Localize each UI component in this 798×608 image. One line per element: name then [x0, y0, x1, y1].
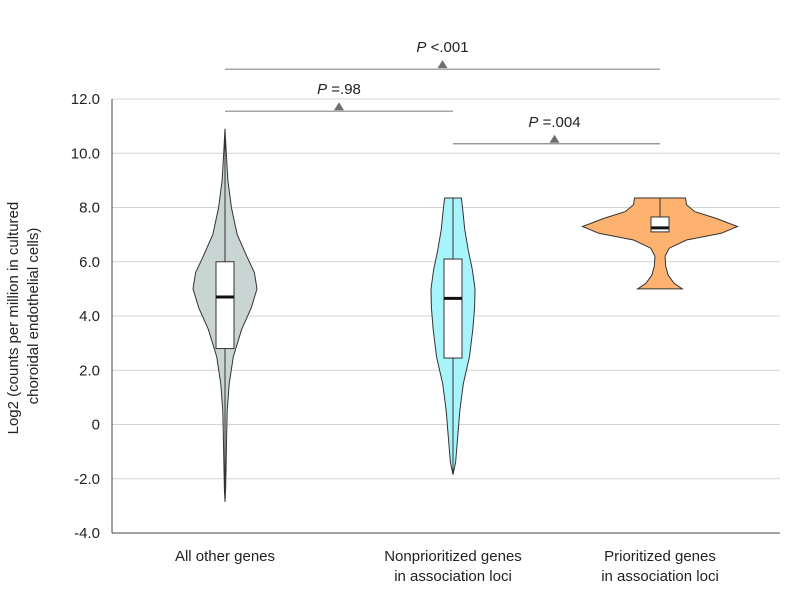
p-symbol: P — [416, 39, 426, 56]
violin-group — [192, 128, 258, 502]
comparison-bracket: P =.98 — [225, 81, 453, 112]
iqr-box — [650, 216, 670, 233]
comparison-bracket: P <.001 — [225, 39, 660, 70]
y-axis-title-line-2: choroidal endothelial cells) — [25, 228, 42, 405]
p-value: =.004 — [538, 114, 580, 131]
p-value: <.001 — [426, 39, 468, 56]
category-label: Nonprioritized genes in association loci — [384, 548, 522, 585]
y-tick-label: 4.0 — [79, 308, 100, 325]
comparison-bracket: P =.004 — [453, 114, 660, 145]
iqr-box — [215, 261, 235, 350]
p-symbol: P — [317, 81, 327, 98]
category-label-line: in association loci — [394, 568, 512, 585]
violin-group — [430, 197, 476, 475]
y-tick-label: 12.0 — [71, 91, 100, 108]
category-label: All other genes — [175, 548, 275, 565]
violin-shape — [581, 197, 739, 290]
category-label-line: All other genes — [175, 548, 275, 565]
y-tick-label: -2.0 — [74, 471, 100, 488]
bracket-marker — [549, 134, 560, 143]
violin-group — [581, 197, 739, 290]
axes — [111, 99, 780, 534]
p-symbol: P — [528, 114, 538, 131]
y-tick-label: 10.0 — [71, 145, 100, 162]
y-axis-title: Log2 (counts per million in cultured cho… — [5, 198, 42, 435]
y-axis-title-line-1: Log2 (counts per million in cultured — [5, 202, 22, 435]
y-tick-label: 2.0 — [79, 362, 100, 379]
violins — [192, 128, 739, 502]
iqr-box — [443, 258, 463, 359]
category-labels: All other genes Nonprioritized genes in as… — [175, 548, 719, 585]
p-value-label: P <.001 — [416, 39, 468, 56]
category-label-line: in association loci — [601, 568, 719, 585]
y-tick-label: 0 — [92, 417, 100, 434]
p-value-label: P =.004 — [528, 114, 580, 131]
bracket-marker — [334, 102, 344, 111]
category-label: Prioritized genes in association loci — [601, 548, 719, 585]
bracket-marker — [437, 60, 448, 69]
y-tick-label: -4.0 — [74, 525, 100, 542]
p-value-label: P =.98 — [317, 81, 361, 98]
category-label-line: Prioritized genes — [604, 548, 716, 565]
y-tick-labels: -4.0 -2.0 0 2.0 4.0 6.0 8.0 10.0 12.0 — [71, 91, 100, 542]
p-value: =.98 — [327, 81, 361, 98]
y-tick-label: 8.0 — [79, 200, 100, 217]
category-label-line: Nonprioritized genes — [384, 548, 522, 565]
y-tick-label: 6.0 — [79, 254, 100, 271]
